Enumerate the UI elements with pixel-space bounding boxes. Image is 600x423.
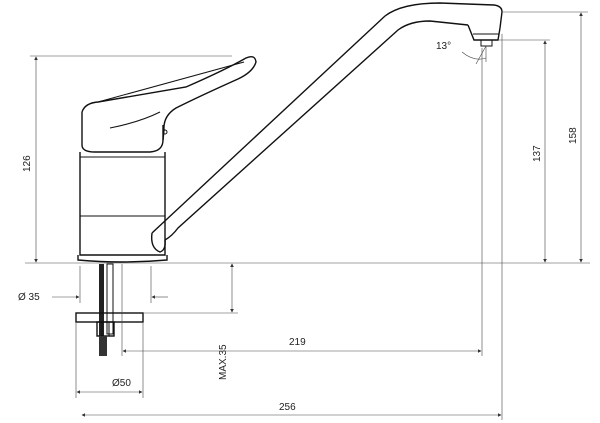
height-158-dimension: 158: [503, 11, 588, 263]
dia-35-label: Ø 35: [18, 292, 40, 303]
mounting-hardware: [75, 263, 144, 356]
height-126-dimension: 126: [22, 55, 232, 263]
faucet-body: [77, 55, 257, 263]
max-35-dimension: MAX.35: [143, 263, 238, 380]
angle-13-label: 13°: [436, 41, 451, 52]
length-256-label: 256: [279, 402, 296, 413]
height-137-label: 137: [532, 145, 543, 162]
reach-219-label: 219: [289, 337, 306, 348]
height-126-label: 126: [22, 155, 33, 172]
length-256-dimension: 256: [81, 34, 503, 420]
max-35-label: MAX.35: [218, 344, 229, 380]
angle-13-dimension: 13°: [436, 41, 487, 65]
faucet-spout: [150, 2, 503, 253]
height-158-label: 158: [568, 127, 579, 144]
dia-35-dimension: Ø 35: [18, 266, 168, 303]
reach-219-dimension: 219: [121, 48, 483, 356]
height-137-dimension: 137: [498, 39, 550, 263]
dia-50-dimension: Ø50: [75, 323, 144, 398]
dia-50-label: Ø50: [112, 378, 131, 389]
